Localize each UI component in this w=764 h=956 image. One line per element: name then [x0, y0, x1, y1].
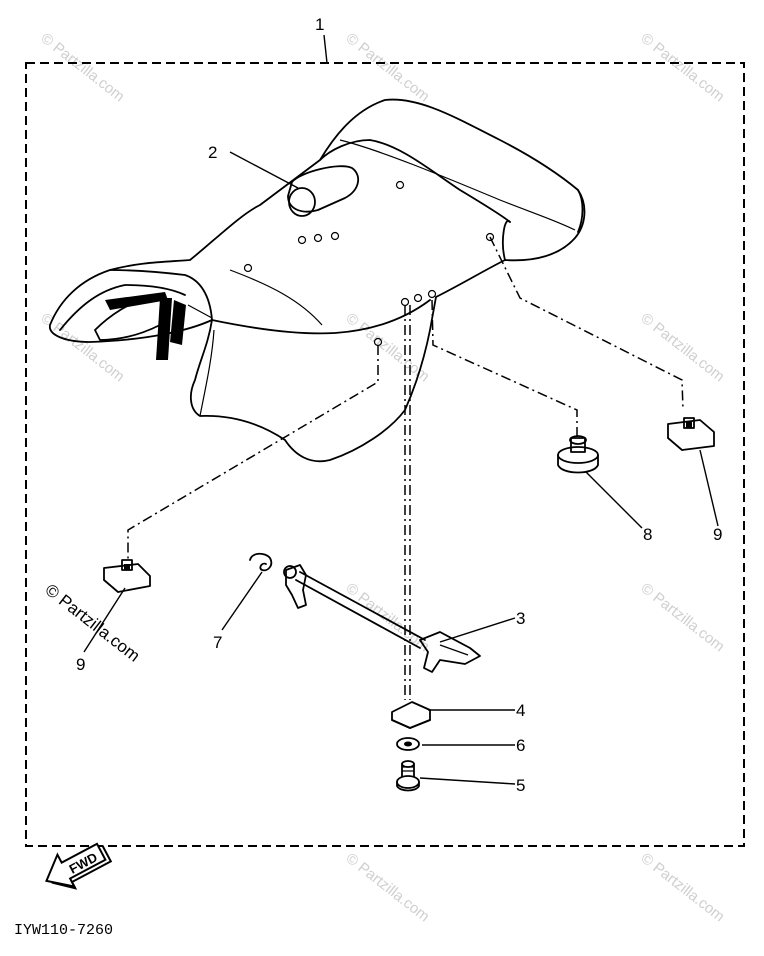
plate-part-4	[391, 701, 431, 729]
lock-rod-part-3	[283, 564, 481, 673]
assembly-lines	[127, 236, 684, 700]
callout-4: 4	[516, 701, 525, 720]
callout-1: 1	[315, 15, 324, 34]
watermark: © Partzilla.com	[638, 30, 728, 106]
watermark: © Partzilla.com	[638, 310, 728, 386]
assembly-boundary	[25, 62, 745, 847]
watermark: © Partzilla.com	[343, 580, 433, 656]
callout-2: 2	[208, 143, 217, 162]
callout-6: 6	[516, 736, 525, 755]
watermark: © Partzilla.com	[343, 850, 433, 926]
callout-7: 7	[213, 633, 222, 652]
watermark-dark: © Partzilla.com	[42, 580, 144, 666]
watermark: © Partzilla.com	[38, 30, 128, 106]
leader-1	[323, 34, 328, 64]
clip-part-7	[249, 552, 273, 572]
fwd-arrow-icon: FWD	[45, 842, 113, 890]
leader-lines	[83, 151, 719, 785]
callout-9-left: 9	[76, 655, 85, 674]
watermark: © Partzilla.com	[343, 30, 433, 106]
callout-8: 8	[643, 525, 652, 544]
strap-part-2	[287, 165, 360, 217]
watermark: © Partzilla.com	[638, 850, 728, 926]
damper-part-8	[557, 435, 599, 474]
clip-nut-part-9-right	[667, 417, 715, 451]
bolt-part-5	[396, 760, 420, 792]
watermarks: © Partzilla.com © Partzilla.com © Partzi…	[38, 30, 728, 926]
callout-5: 5	[516, 776, 525, 795]
diagram-code: IYW110-7260	[14, 922, 113, 939]
callout-3: 3	[516, 609, 525, 628]
watermark: © Partzilla.com	[638, 580, 728, 656]
washer-part-6	[396, 737, 420, 751]
clip-nut-part-9-left	[103, 559, 151, 593]
seat	[49, 98, 586, 463]
callout-9-right: 9	[713, 525, 722, 544]
